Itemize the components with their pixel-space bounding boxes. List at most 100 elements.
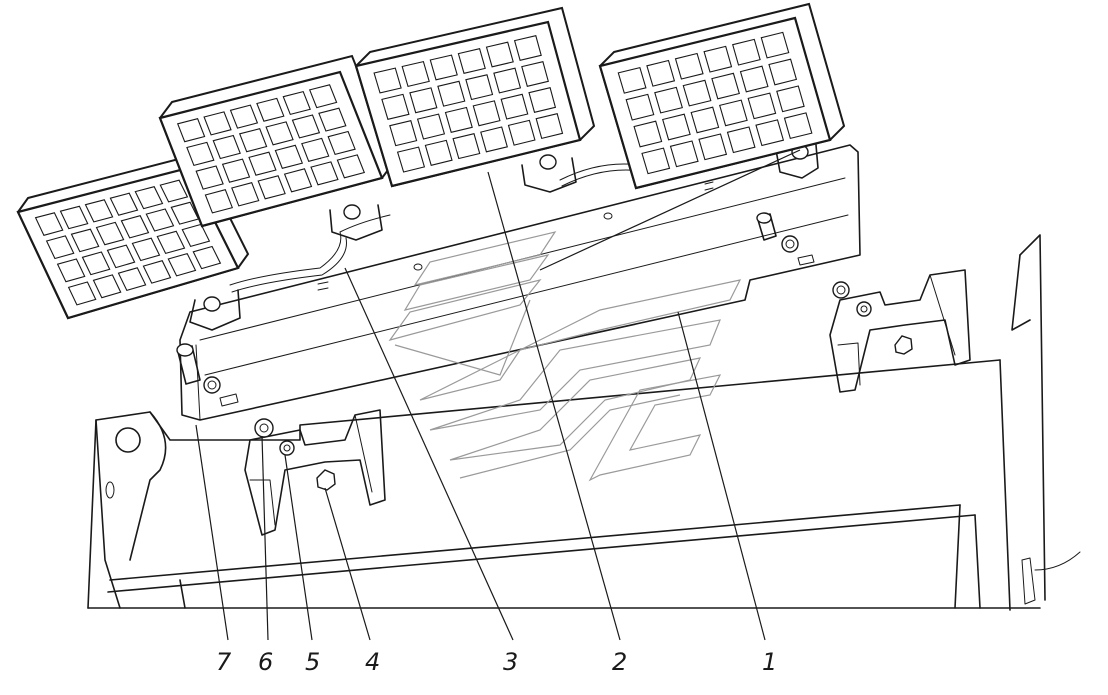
lens-cell [485,41,514,68]
lens-cell [389,120,418,147]
lens-cell [617,66,647,94]
lamp-lens [354,20,582,188]
right-mount-bracket [829,269,971,393]
cab-frame [87,234,1081,611]
lens-cell [56,258,86,283]
lens-cell [452,133,481,160]
lens-cell [674,52,704,80]
lens-cell [221,158,251,183]
lens-cell [465,74,494,101]
lens-cell [231,182,260,207]
lens-cell [768,58,798,86]
lens-cell [625,93,655,121]
lens-cell [336,154,366,179]
lens-cell [92,274,122,299]
lens-cell [726,126,756,154]
lens-cell [682,79,712,107]
callout-3: 3 [503,648,518,676]
lens-cell [493,67,522,94]
lens-cell [755,119,785,147]
callout-labels: 7 6 5 4 3 2 1 [216,648,777,676]
lens-cell [176,118,206,143]
lens-cell [120,215,150,239]
lens-cell [747,92,777,120]
lens-cell [81,251,111,276]
lens-cell [282,90,311,116]
lens-cell [760,31,790,59]
lens-cell [646,59,676,87]
lens-cell [703,45,733,73]
lens-cell [159,179,189,203]
lens-cell [301,137,330,162]
leader-lines [195,149,801,641]
lens-cell [186,141,215,167]
lens-cell [528,87,557,113]
lens-cell [654,86,683,114]
callout-7: 7 [216,648,232,676]
lens-cell [535,113,564,140]
lens-cell [229,104,259,129]
lens-cell [67,281,97,306]
lens-cell [117,267,147,292]
lens-cell [203,111,232,136]
lens-cell [373,67,402,94]
lens-cell [265,121,294,146]
lens-cell [204,189,234,214]
watermark-logo [388,231,742,482]
lens-cell [633,120,663,148]
lens-cell [195,165,224,190]
fasteners [176,212,913,491]
lens-cell [783,112,813,140]
lens-cell [690,106,720,134]
lens-cell [192,245,222,270]
lens-cell [109,192,139,216]
lens-cell [513,35,542,61]
lens-cell [776,85,805,113]
lens-cell [106,244,136,269]
lamp-center-right [354,6,596,188]
lens-cell [396,146,426,173]
lens-cell [437,80,466,107]
lens-cell [327,130,356,156]
lens-cell [308,84,338,109]
lens-cell [291,114,321,139]
lens-cell [257,175,286,200]
lens-cell [500,93,529,120]
lens-cell [45,235,75,260]
lens-cell [480,126,508,153]
lens-cell [739,65,769,93]
lamp-center-left [158,54,396,228]
lens-cell [662,113,691,141]
lens-cell [318,107,347,132]
callout-1: 1 [762,648,777,676]
lamp-lens [158,70,384,228]
lens-cell [409,87,438,114]
lens-cell [283,168,313,193]
work-lamps [16,2,846,320]
lens-cell [310,161,339,186]
lens-cell [167,252,197,277]
lamp-right [598,2,846,190]
lens-cell [381,93,410,120]
lens-cell [444,106,473,133]
lens-cell [84,199,114,223]
lens-cell [711,72,740,100]
lamp-lens [598,16,832,190]
lens-cell [34,212,64,236]
lens-cell [131,237,161,262]
lens-cell [59,205,89,230]
lens-cell [181,223,211,248]
lens-cell [719,99,748,127]
lens-cell [424,139,453,166]
lens-cell [429,54,458,81]
lens-cell [70,228,100,253]
lens-cell [256,97,285,122]
lens-cell [669,140,699,168]
lens-cell [401,60,430,88]
lens-cell [95,221,125,246]
lens-cell [142,260,172,284]
lens-cell [472,100,501,127]
lens-cell [732,38,761,66]
lens-cell [145,208,175,232]
